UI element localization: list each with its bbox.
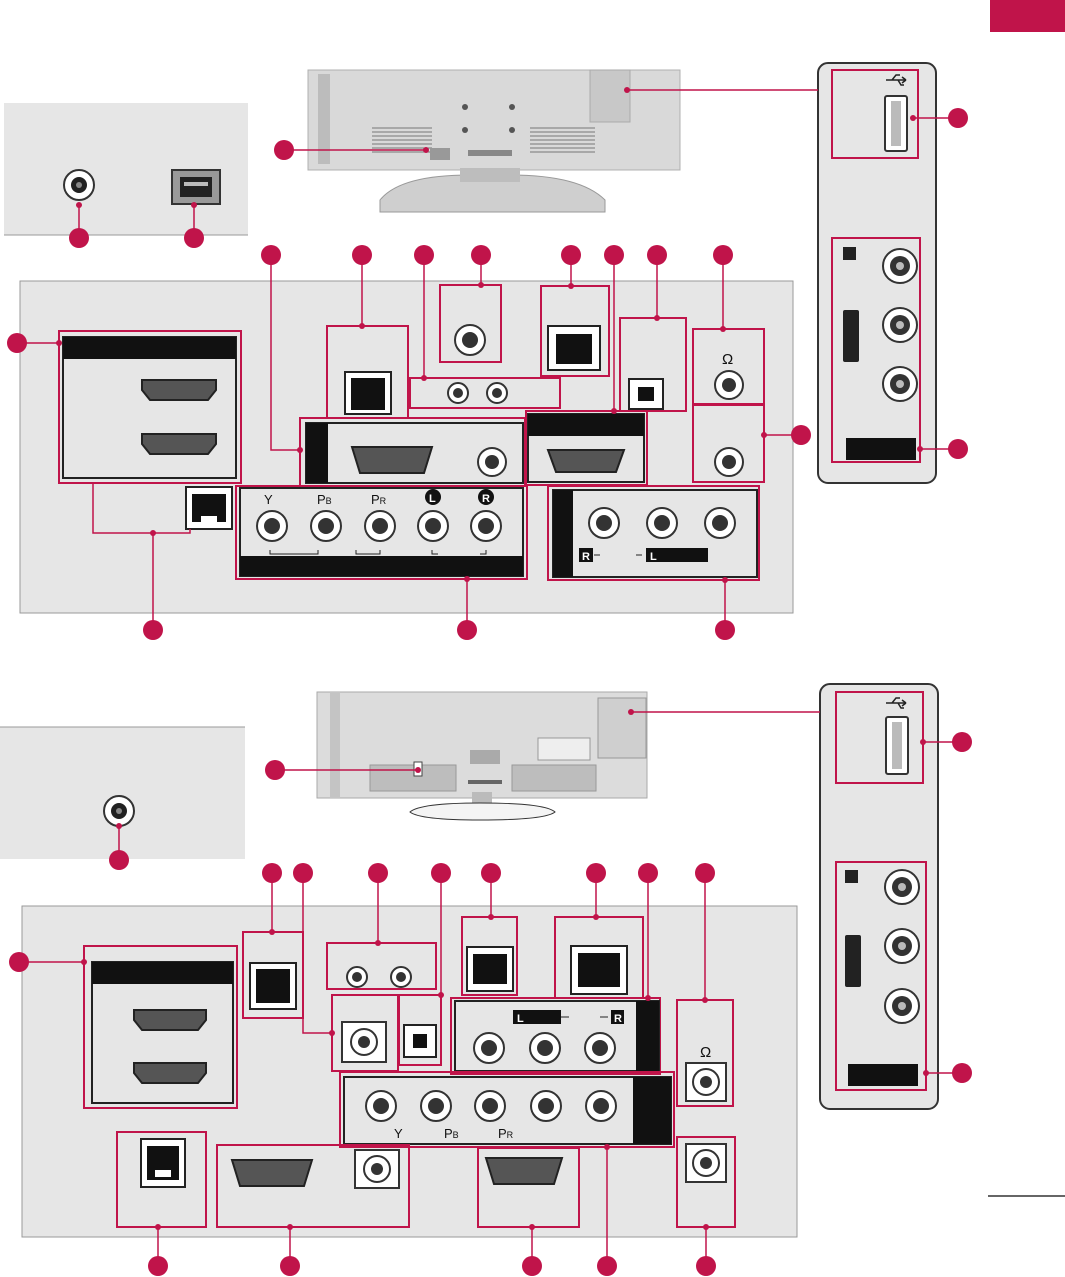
component-y-label-bottom: Y xyxy=(394,1126,403,1141)
antenna-jack-icon xyxy=(64,170,94,200)
component-y-label: Y xyxy=(264,492,273,507)
side-panel-top xyxy=(818,63,936,483)
av-r-label-bottom: R xyxy=(614,1013,622,1025)
antenna-lan-panel-top xyxy=(4,103,248,235)
tv-back-view-top xyxy=(308,70,680,212)
headphone-symbol: Ω xyxy=(722,351,733,368)
d-sub-port-icon xyxy=(352,447,432,473)
usb-port-icon xyxy=(885,96,907,151)
optical-port-icon xyxy=(345,372,391,414)
av-l-label-bottom: L xyxy=(517,1013,524,1025)
av-l-label: L xyxy=(650,551,657,563)
audio-l-label: L xyxy=(429,493,436,505)
headphone-symbol-bottom: Ω xyxy=(700,1044,711,1061)
page-tab xyxy=(990,0,1065,32)
av-r-label: R xyxy=(582,551,590,563)
lan-port-icon xyxy=(186,487,232,529)
lan-port-icon xyxy=(172,170,220,204)
rear-panel-bottom: L R Ω Y PB PR xyxy=(22,906,797,1237)
rca-jack-icon xyxy=(883,249,917,401)
antenna-panel-bottom xyxy=(0,727,245,859)
side-panel-bottom xyxy=(820,684,938,1109)
rear-panel-top: Ω Y PB PR L R xyxy=(20,281,793,613)
audio-r-label: R xyxy=(482,493,490,505)
tv-back-view-bottom xyxy=(317,692,647,820)
